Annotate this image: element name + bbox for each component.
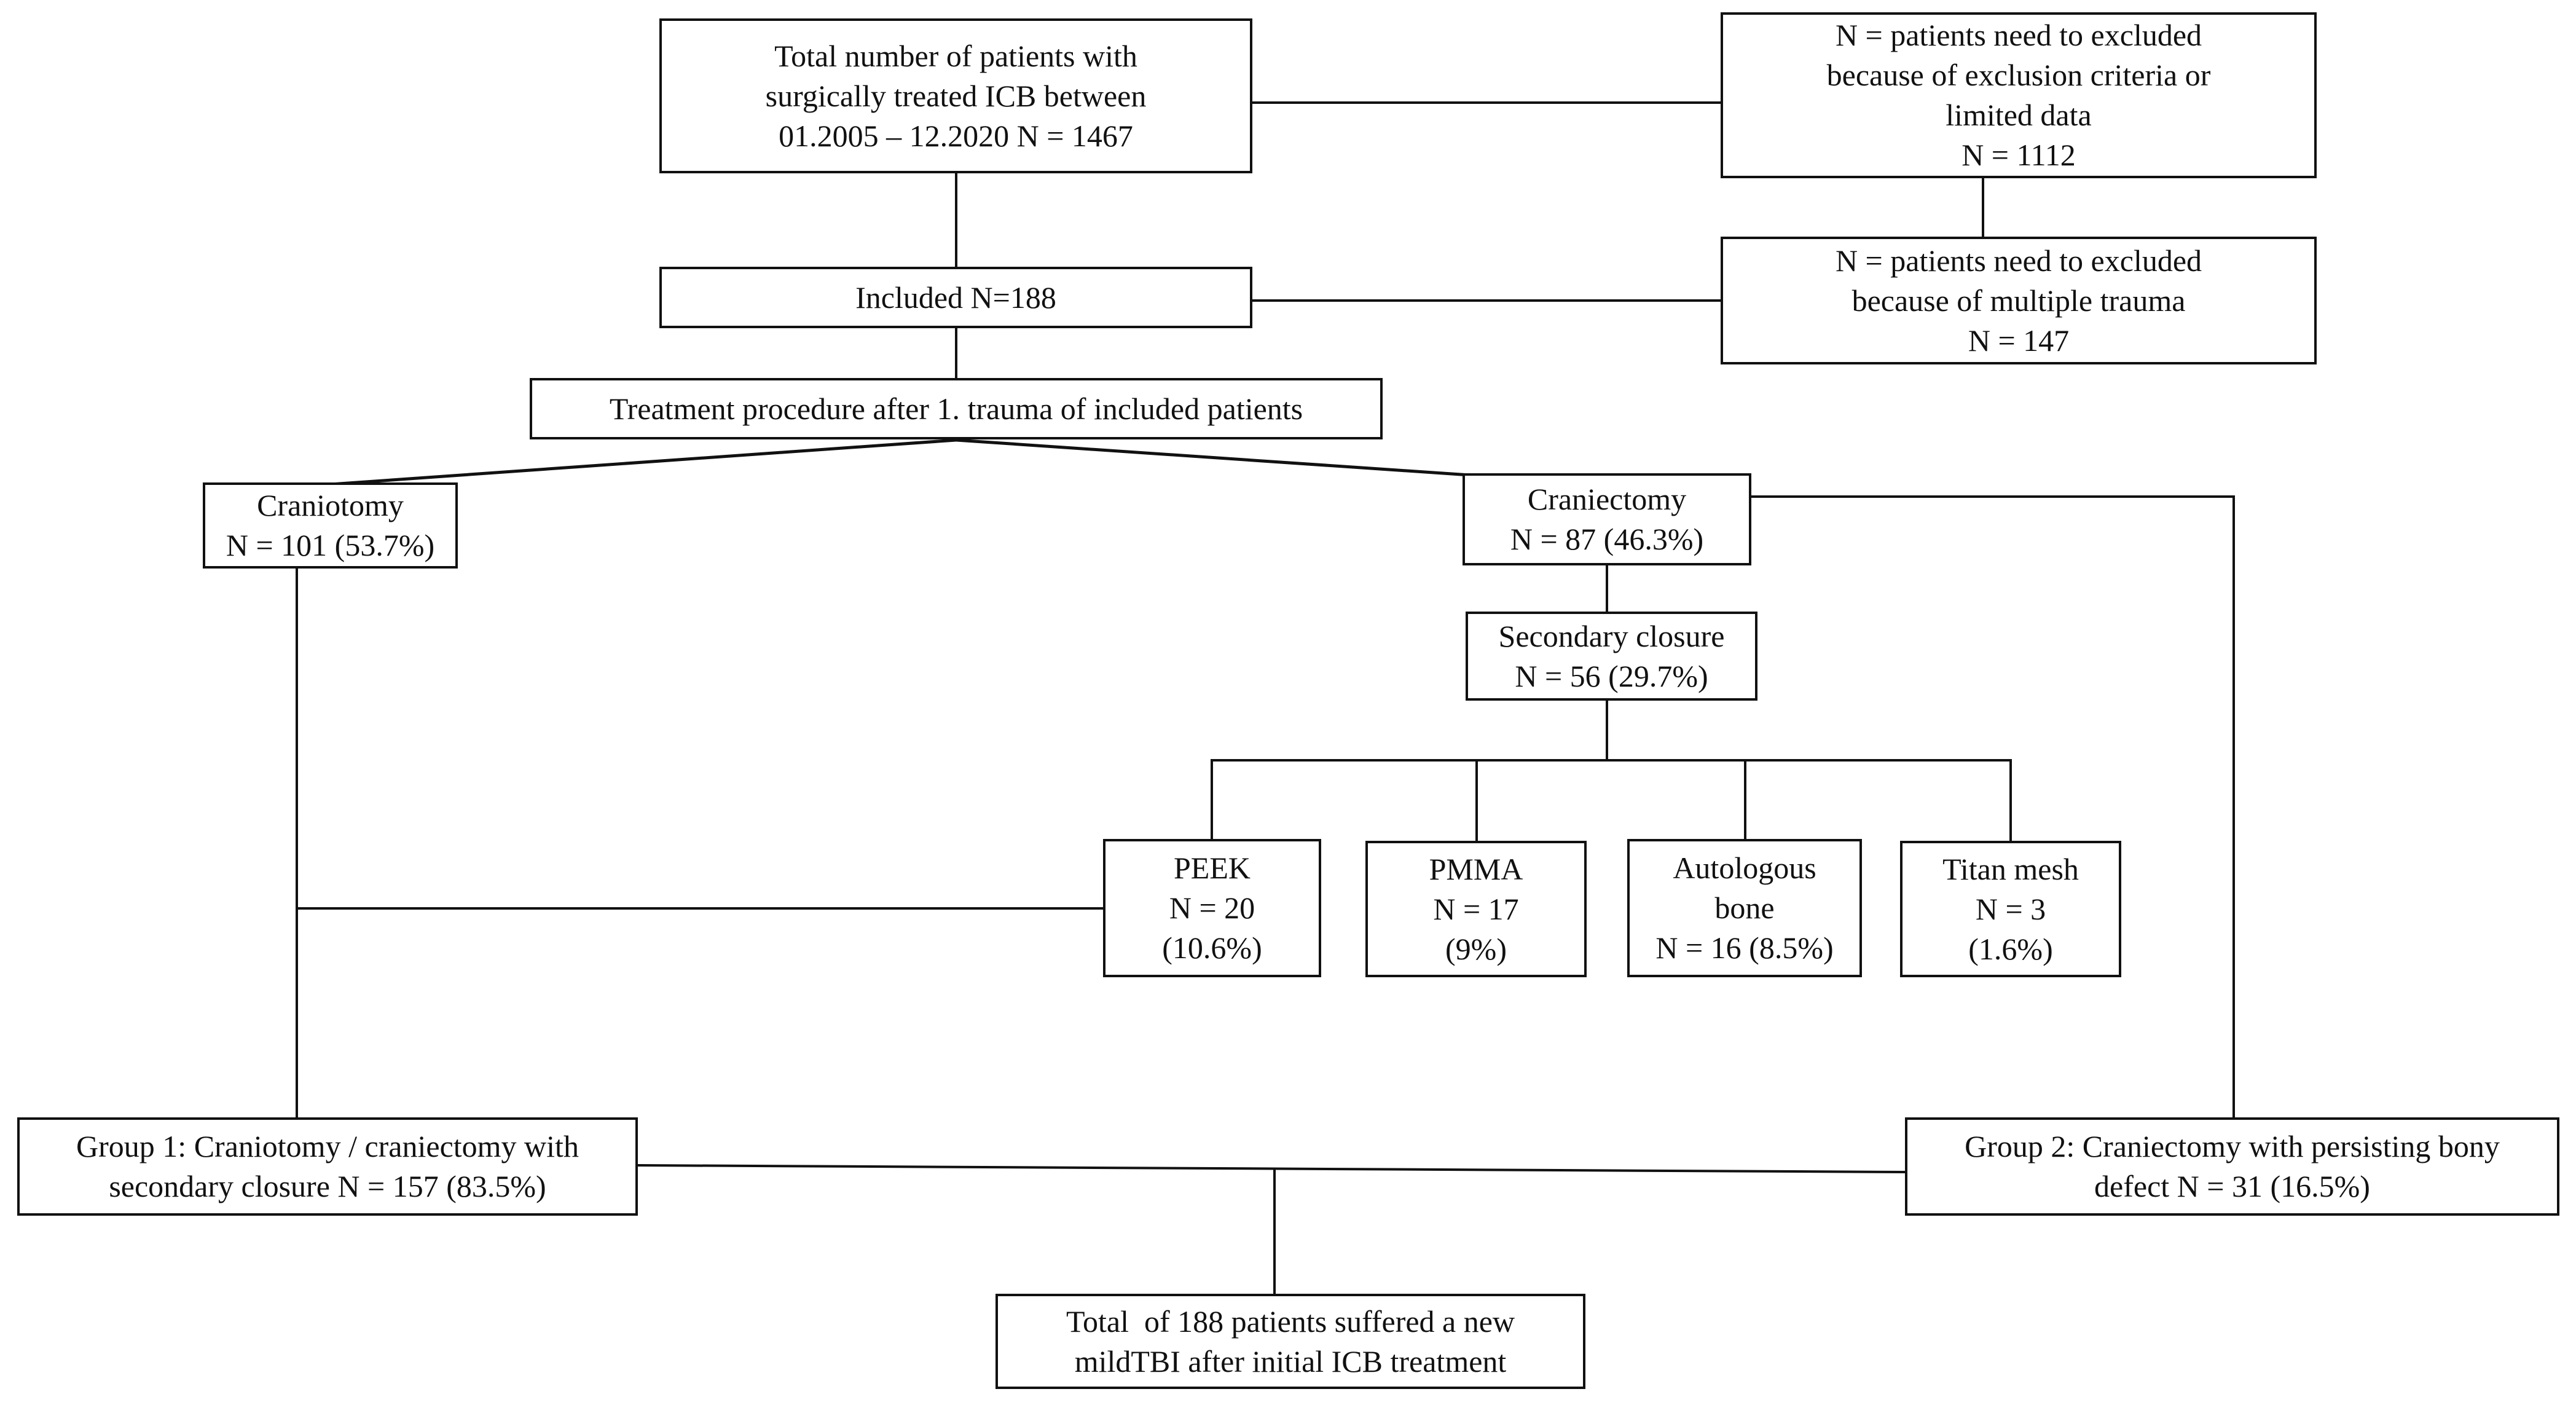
- node-secondary-closure-line-1: Secondary closure: [1498, 618, 1725, 653]
- connector-treatment-to-craniotomy: [330, 438, 957, 486]
- node-peek-line-3: (10.6%): [1162, 931, 1262, 965]
- node-group-2[interactable]: Group 2: Craniectomy with persisting bon…: [1905, 1117, 2559, 1216]
- node-excluded-criteria-line-4: N = 1112: [1961, 138, 2076, 172]
- node-secondary-closure-line-2: N = 56 (29.7%): [1515, 658, 1708, 693]
- node-total-patients-line-3: 01.2005 – 12.2020 N = 1467: [779, 118, 1133, 153]
- node-craniotomy[interactable]: Craniotomy N = 101 (53.7%): [203, 482, 458, 569]
- node-craniectomy[interactable]: Craniectomy N = 87 (46.3%): [1463, 473, 1751, 565]
- node-titan-mesh-line-3: (1.6%): [1968, 931, 2053, 966]
- node-group-1[interactable]: Group 1: Craniotomy / craniectomy with s…: [17, 1117, 638, 1216]
- node-included-line-1: Included N=188: [855, 280, 1056, 315]
- node-titan-mesh[interactable]: Titan mesh N = 3 (1.6%): [1900, 841, 2121, 977]
- node-total-mildtbi-line-2: mildTBI after initial ICB treatment: [1074, 1344, 1507, 1379]
- node-group-2-line-1: Group 2: Craniectomy with persisting bon…: [1965, 1129, 2500, 1163]
- node-total-patients[interactable]: Total number of patients with surgically…: [659, 18, 1252, 173]
- node-excluded-multiple-trauma-line-1: N = patients need to excluded: [1835, 243, 2202, 278]
- node-excluded-criteria[interactable]: N = patients need to excluded because of…: [1721, 12, 2317, 178]
- node-group-2-line-2: defect N = 31 (16.5%): [2094, 1169, 2370, 1203]
- node-excluded-multiple-trauma[interactable]: N = patients need to excluded because of…: [1721, 237, 2317, 364]
- node-total-patients-line-2: surgically treated ICB between: [765, 78, 1147, 113]
- node-craniectomy-line-1: Craniectomy: [1527, 482, 1687, 516]
- node-pmma-line-3: (9%): [1445, 931, 1507, 966]
- node-group-1-line-2: secondary closure N = 157 (83.5%): [109, 1169, 546, 1203]
- node-excluded-multiple-trauma-line-2: because of multiple trauma: [1852, 283, 2186, 318]
- node-craniectomy-line-2: N = 87 (46.3%): [1510, 522, 1704, 556]
- node-craniotomy-line-2: N = 101 (53.7%): [226, 528, 435, 562]
- node-peek-line-2: N = 20: [1169, 891, 1255, 925]
- node-peek[interactable]: PEEK N = 20 (10.6%): [1103, 839, 1321, 977]
- node-autologous-bone-line-3: N = 16 (8.5%): [1655, 931, 1834, 965]
- node-secondary-closure[interactable]: Secondary closure N = 56 (29.7%): [1466, 612, 1757, 701]
- node-autologous-bone[interactable]: Autologous bone N = 16 (8.5%): [1627, 839, 1862, 977]
- node-excluded-criteria-line-2: because of exclusion criteria or: [1826, 58, 2211, 92]
- node-excluded-multiple-trauma-line-3: N = 147: [1968, 323, 2070, 358]
- node-pmma[interactable]: PMMA N = 17 (9%): [1365, 841, 1587, 977]
- node-titan-mesh-line-2: N = 3: [1975, 891, 2046, 926]
- connector-group1-to-group2: [637, 1164, 1906, 1173]
- node-included[interactable]: Included N=188: [659, 267, 1252, 328]
- node-pmma-line-1: PMMA: [1429, 851, 1523, 886]
- node-pmma-line-2: N = 17: [1433, 891, 1519, 926]
- node-treatment-procedure-line-1: Treatment procedure after 1. trauma of i…: [609, 391, 1303, 426]
- node-excluded-criteria-line-3: limited data: [1946, 98, 2092, 132]
- node-group-1-line-1: Group 1: Craniotomy / craniectomy with: [76, 1129, 579, 1163]
- node-peek-line-1: PEEK: [1174, 851, 1251, 885]
- node-total-mildtbi[interactable]: Total of 188 patients suffered a new mil…: [995, 1294, 1585, 1389]
- node-titan-mesh-line-1: Titan mesh: [1942, 851, 2079, 886]
- node-craniotomy-line-1: Craniotomy: [257, 488, 404, 522]
- node-total-patients-line-1: Total number of patients with: [774, 38, 1137, 73]
- node-autologous-bone-line-2: bone: [1714, 891, 1775, 925]
- node-excluded-criteria-line-1: N = patients need to excluded: [1835, 18, 2202, 52]
- node-autologous-bone-line-1: Autologous: [1673, 851, 1816, 885]
- node-total-mildtbi-line-1: Total of 188 patients suffered a new: [1066, 1304, 1515, 1339]
- node-treatment-procedure[interactable]: Treatment procedure after 1. trauma of i…: [530, 378, 1383, 439]
